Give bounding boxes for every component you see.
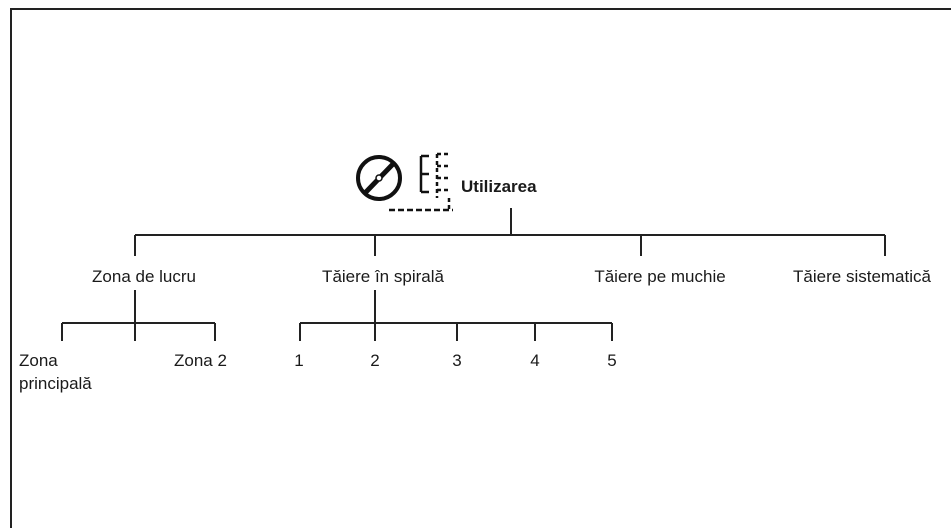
tree-connectors [61, 208, 886, 341]
zona-principala-line1: Zona [19, 351, 58, 370]
spirala-child-1: 1 [294, 351, 304, 370]
mower-blade-icon [356, 155, 402, 201]
branch-taiere-muchie: Tăiere pe muchie [594, 267, 726, 286]
diagram-frame [10, 8, 951, 528]
branch-taiere-sistematica: Tăiere sistematică [793, 267, 931, 286]
spirala-child-3: 3 [452, 351, 462, 370]
zona-principala-line2: principală [19, 374, 92, 393]
branch-taiere-spirala: Tăiere în spirală [322, 267, 444, 286]
zona-2-label: Zona 2 [174, 351, 227, 370]
root-label: Utilizarea [461, 177, 537, 196]
spirala-child-2: 2 [370, 351, 380, 370]
cutting-height-dashed-icon [389, 152, 453, 212]
spirala-child-4: 4 [530, 351, 540, 370]
branch-zona-de-lucru: Zona de lucru [92, 267, 196, 286]
spirala-child-5: 5 [607, 351, 617, 370]
